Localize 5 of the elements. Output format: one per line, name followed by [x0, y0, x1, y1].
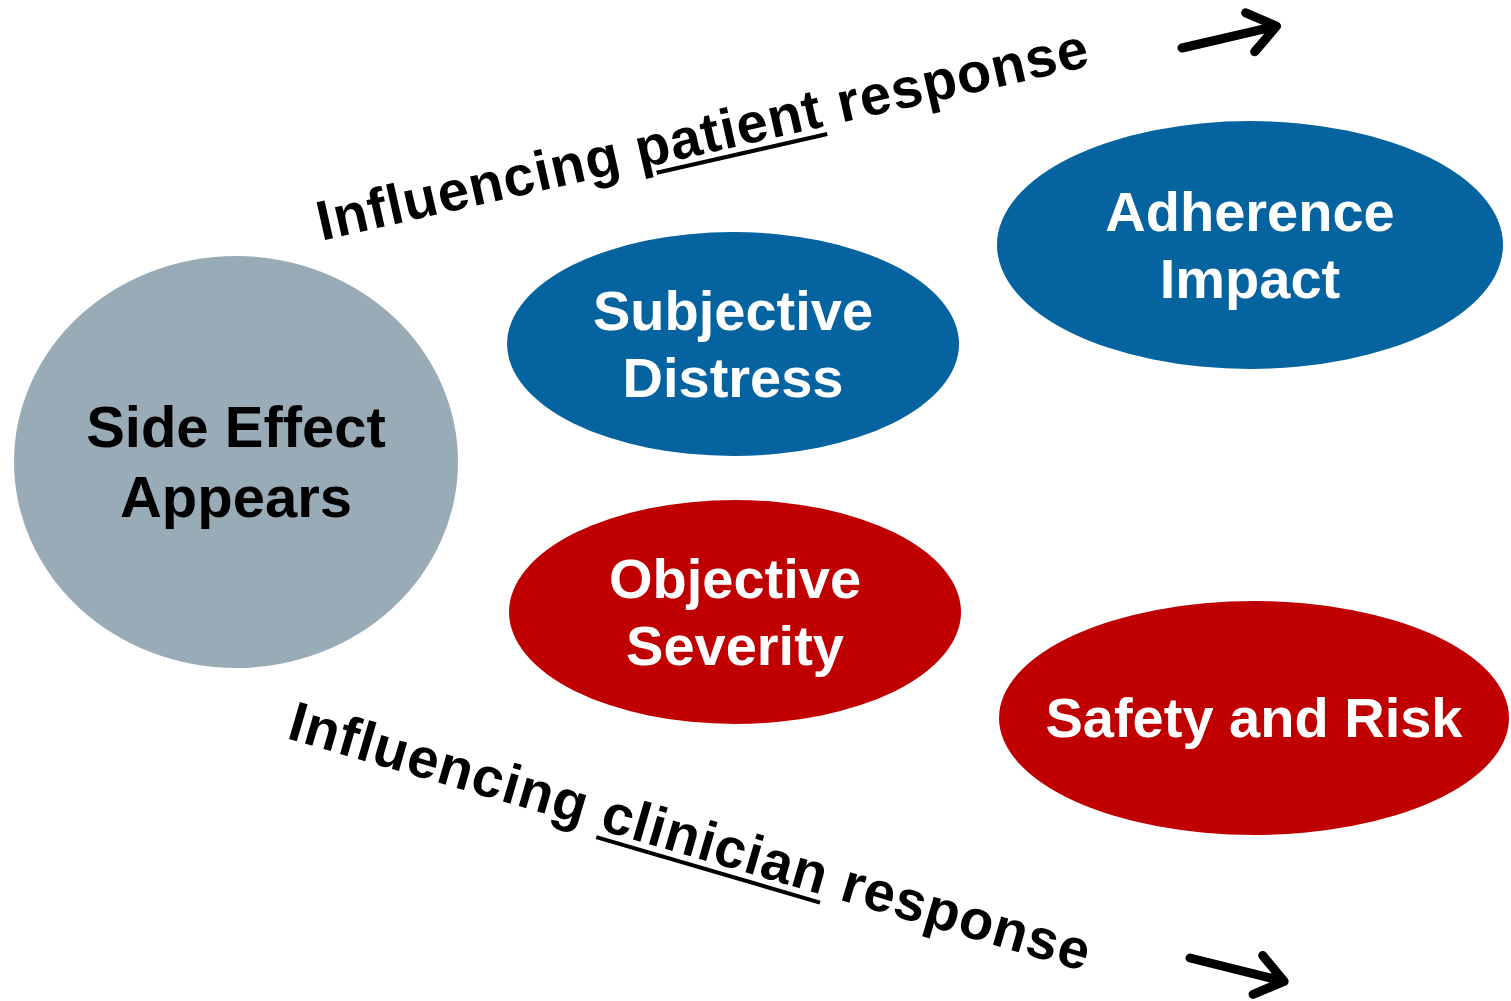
node-label: Subjective Distress	[591, 277, 875, 411]
node-label: Side Effect Appears	[85, 393, 387, 531]
node-label: Adherence Impact	[1104, 178, 1396, 312]
node-label: Objective Severity	[607, 545, 863, 679]
node-label: Safety and Risk	[1045, 685, 1463, 752]
